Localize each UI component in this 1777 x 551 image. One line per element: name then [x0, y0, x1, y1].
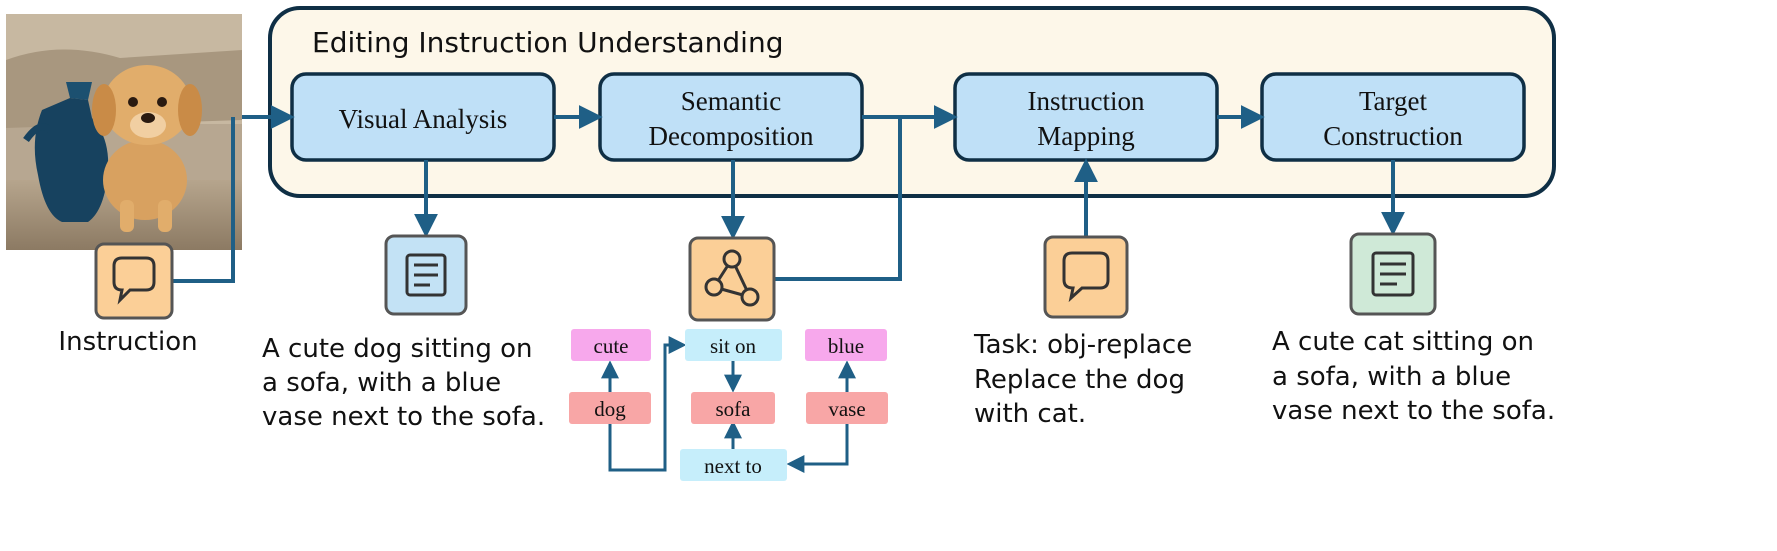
stage-label-line2: Mapping [1037, 121, 1135, 151]
vase-shape [23, 82, 109, 222]
caption-line: a sofa, with a blue [262, 368, 501, 398]
dog-shape [92, 65, 202, 232]
caption-icon-box [384, 234, 468, 316]
speech-bubble-icon [112, 256, 156, 305]
output-icon-box [1349, 232, 1437, 316]
speech-bubble-icon [1062, 251, 1110, 303]
caption-line: a sofa, with a blue [1272, 362, 1511, 392]
input-image [6, 14, 242, 250]
task-line: Replace the dog [974, 365, 1185, 395]
stage-label-line2: Construction [1323, 121, 1463, 151]
stage-semantic-decomposition: Semantic Decomposition [598, 72, 864, 162]
stage-label-line1: Target [1359, 86, 1428, 116]
caption-line: A cute dog sitting on [262, 334, 532, 364]
arrow-graph-to-mapping [774, 117, 902, 281]
graph-node-blue: blue [805, 329, 887, 361]
panel-title: Editing Instruction Understanding [312, 26, 783, 59]
stage-label-line1: Semantic [681, 86, 781, 116]
stage-target-construction: Target Construction [1260, 72, 1526, 162]
arrow-instruction-to-junction [172, 117, 235, 283]
stage-instruction-mapping: Instruction Mapping [953, 72, 1219, 162]
stage-visual-analysis: Visual Analysis [290, 72, 556, 162]
node-label: cute [594, 334, 629, 358]
node-label: dog [594, 397, 626, 421]
graph-node-sofa: sofa [691, 392, 775, 424]
caption-line: vase next to the sofa. [1272, 396, 1555, 426]
graph-nodes-icon [704, 249, 760, 307]
flow-arrows [172, 105, 1405, 283]
graph-node-vase: vase [806, 392, 888, 424]
scene-graph: cute sit on blue dog sofa vase next to [569, 329, 888, 481]
instruction-icon-box [94, 242, 174, 320]
document-icon [405, 253, 447, 297]
caption-line: vase next to the sofa. [262, 402, 545, 432]
stage-label-line1: Instruction [1028, 86, 1145, 116]
graph-node-sit-on: sit on [685, 329, 782, 361]
task-line: with cat. [974, 399, 1086, 429]
node-label: next to [704, 454, 762, 478]
stage-label-line2: Decomposition [649, 121, 814, 151]
task-text: Task: obj-replace Replace the dog with c… [973, 330, 1192, 429]
node-label: vase [828, 397, 865, 421]
graph-icon-box [688, 236, 776, 322]
node-label: sofa [716, 397, 752, 421]
output-caption: A cute cat sitting on a sofa, with a blu… [1272, 327, 1555, 426]
graph-node-cute: cute [571, 329, 651, 361]
stage-label-line1: Visual Analysis [339, 104, 508, 134]
understanding-panel [268, 6, 1556, 198]
graph-node-dog: dog [569, 392, 651, 424]
graph-edges [601, 336, 856, 473]
node-label: blue [828, 334, 864, 358]
caption-line: A cute cat sitting on [1272, 327, 1534, 357]
document-icon [1371, 251, 1415, 297]
graph-node-next-to: next to [680, 449, 787, 481]
task-line: Task: obj-replace [973, 330, 1192, 360]
task-icon-box [1043, 235, 1129, 319]
instruction-label: Instruction [58, 327, 197, 357]
input-caption: A cute dog sitting on a sofa, with a blu… [262, 334, 545, 432]
node-label: sit on [710, 334, 757, 358]
